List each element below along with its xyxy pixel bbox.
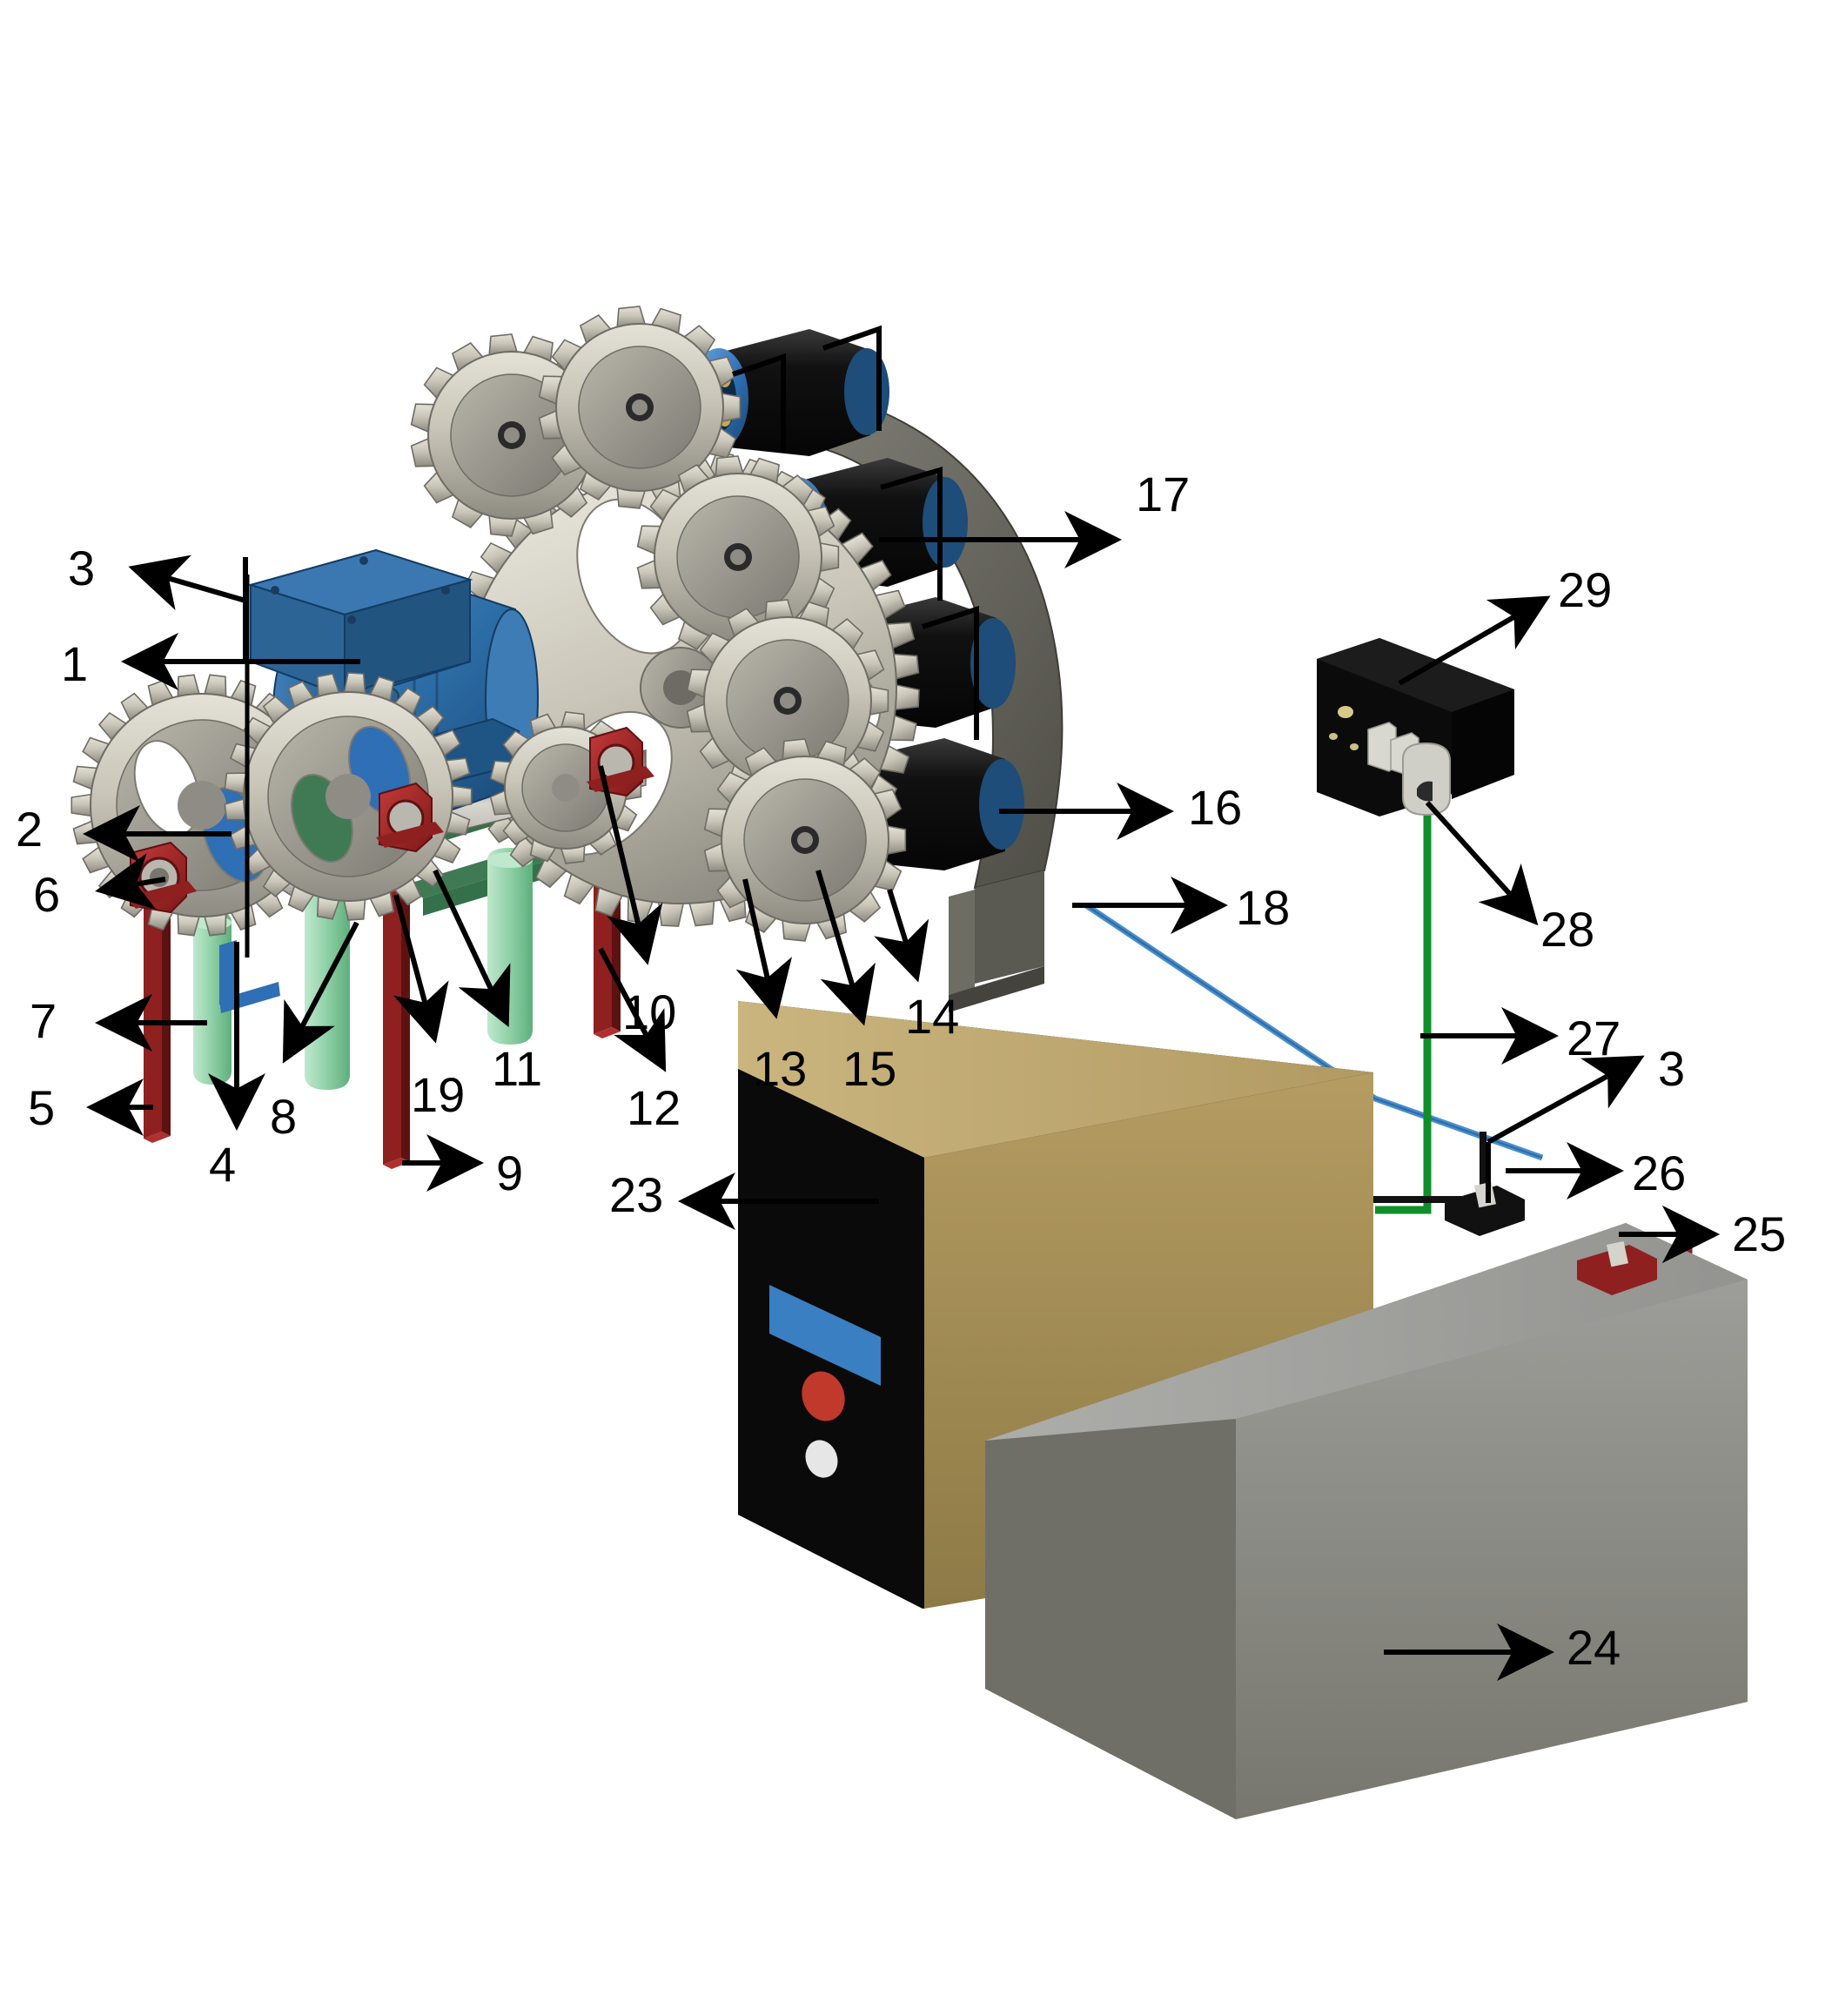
- callout-11-bearing: 11: [492, 1041, 543, 1096]
- callout-2-shaft: 2: [16, 802, 44, 857]
- callout-19-bolt: 19: [411, 1067, 466, 1122]
- callout-18-frame: 18: [1236, 880, 1291, 935]
- callout-12-red-leg: 12: [627, 1080, 681, 1135]
- earth-bracket-blue: [219, 940, 280, 1013]
- battery-terminal-positive: [1577, 1240, 1657, 1295]
- callout-16-alternator: 16: [1188, 780, 1243, 835]
- battery-terminal-negative: [1445, 1181, 1525, 1236]
- battery: [985, 1181, 1748, 1819]
- callout-27-green-cable: 27: [1567, 1011, 1621, 1065]
- callout-14-pinion: 14: [905, 989, 960, 1044]
- group-bracket-17: [732, 325, 979, 740]
- callout-leaders: [83, 511, 1720, 1681]
- callout-25-red-cable: 25: [1732, 1206, 1787, 1261]
- callout-26-neg-terminal: 26: [1632, 1146, 1687, 1200]
- callout-7-green-leg: 7: [30, 993, 57, 1048]
- callout-3-motor-earth: 3: [68, 541, 96, 595]
- charger-button-red: [802, 1371, 845, 1421]
- callout-1-motor: 1: [61, 636, 89, 691]
- switchboard-panel: [1317, 638, 1514, 816]
- callout-9-red-leg: 9: [496, 1146, 524, 1200]
- callout-4-earth-strap: 4: [209, 1137, 237, 1192]
- callout-10-big-gear: 10: [622, 984, 677, 1039]
- charger-button-white: [805, 1440, 838, 1478]
- callout-13-gear-teeth: 13: [753, 1041, 808, 1096]
- callout-5-red-leg: 5: [28, 1080, 56, 1135]
- callout-23-charger: 23: [609, 1167, 664, 1222]
- callout-24-battery: 24: [1567, 1620, 1621, 1675]
- spur-gear: [489, 711, 642, 864]
- callout-29-panel: 29: [1558, 562, 1613, 617]
- callout-3-black-strap: 3: [1658, 1041, 1686, 1096]
- callout-8-gear: 8: [270, 1089, 298, 1144]
- callout-17-brackets: 17: [1136, 467, 1191, 521]
- arc-mounting-frame: [729, 388, 1064, 1012]
- callout-6-bearing: 6: [33, 867, 61, 922]
- cable-green: [1375, 805, 1432, 1214]
- callout-15-pinion-bolt: 15: [842, 1041, 897, 1096]
- callout-28-plug: 28: [1540, 902, 1595, 957]
- power-plug[interactable]: [1402, 742, 1451, 816]
